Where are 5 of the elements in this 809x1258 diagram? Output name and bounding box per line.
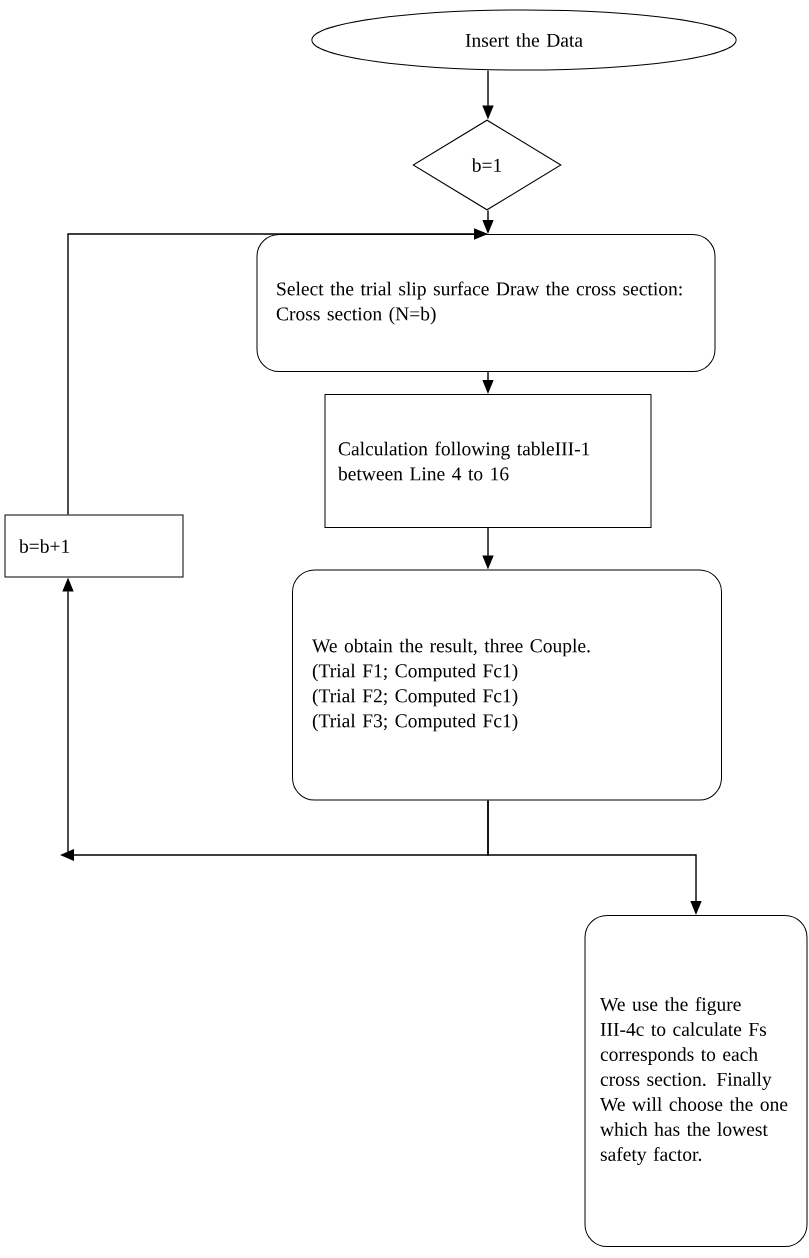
process-box: We use the figure III-4c to calculate Fs corresponds to each cross section. Finally We will choose the one which has the lowest safety factor. [584, 915, 808, 1247]
process-box: b=b+1 [4, 514, 184, 578]
process-box: Calculation following tableIII-1 between Line 4 to 16 [324, 394, 652, 528]
process-box: We obtain the result, three Couple. (Trial F1; Computed Fc1) (Trial F2; Computed Fc1) (Trial F3; Computed Fc1) [292, 569, 722, 801]
process-box: Select the trial slip surface Draw the cross section: Cross section (N=b) [256, 234, 716, 372]
